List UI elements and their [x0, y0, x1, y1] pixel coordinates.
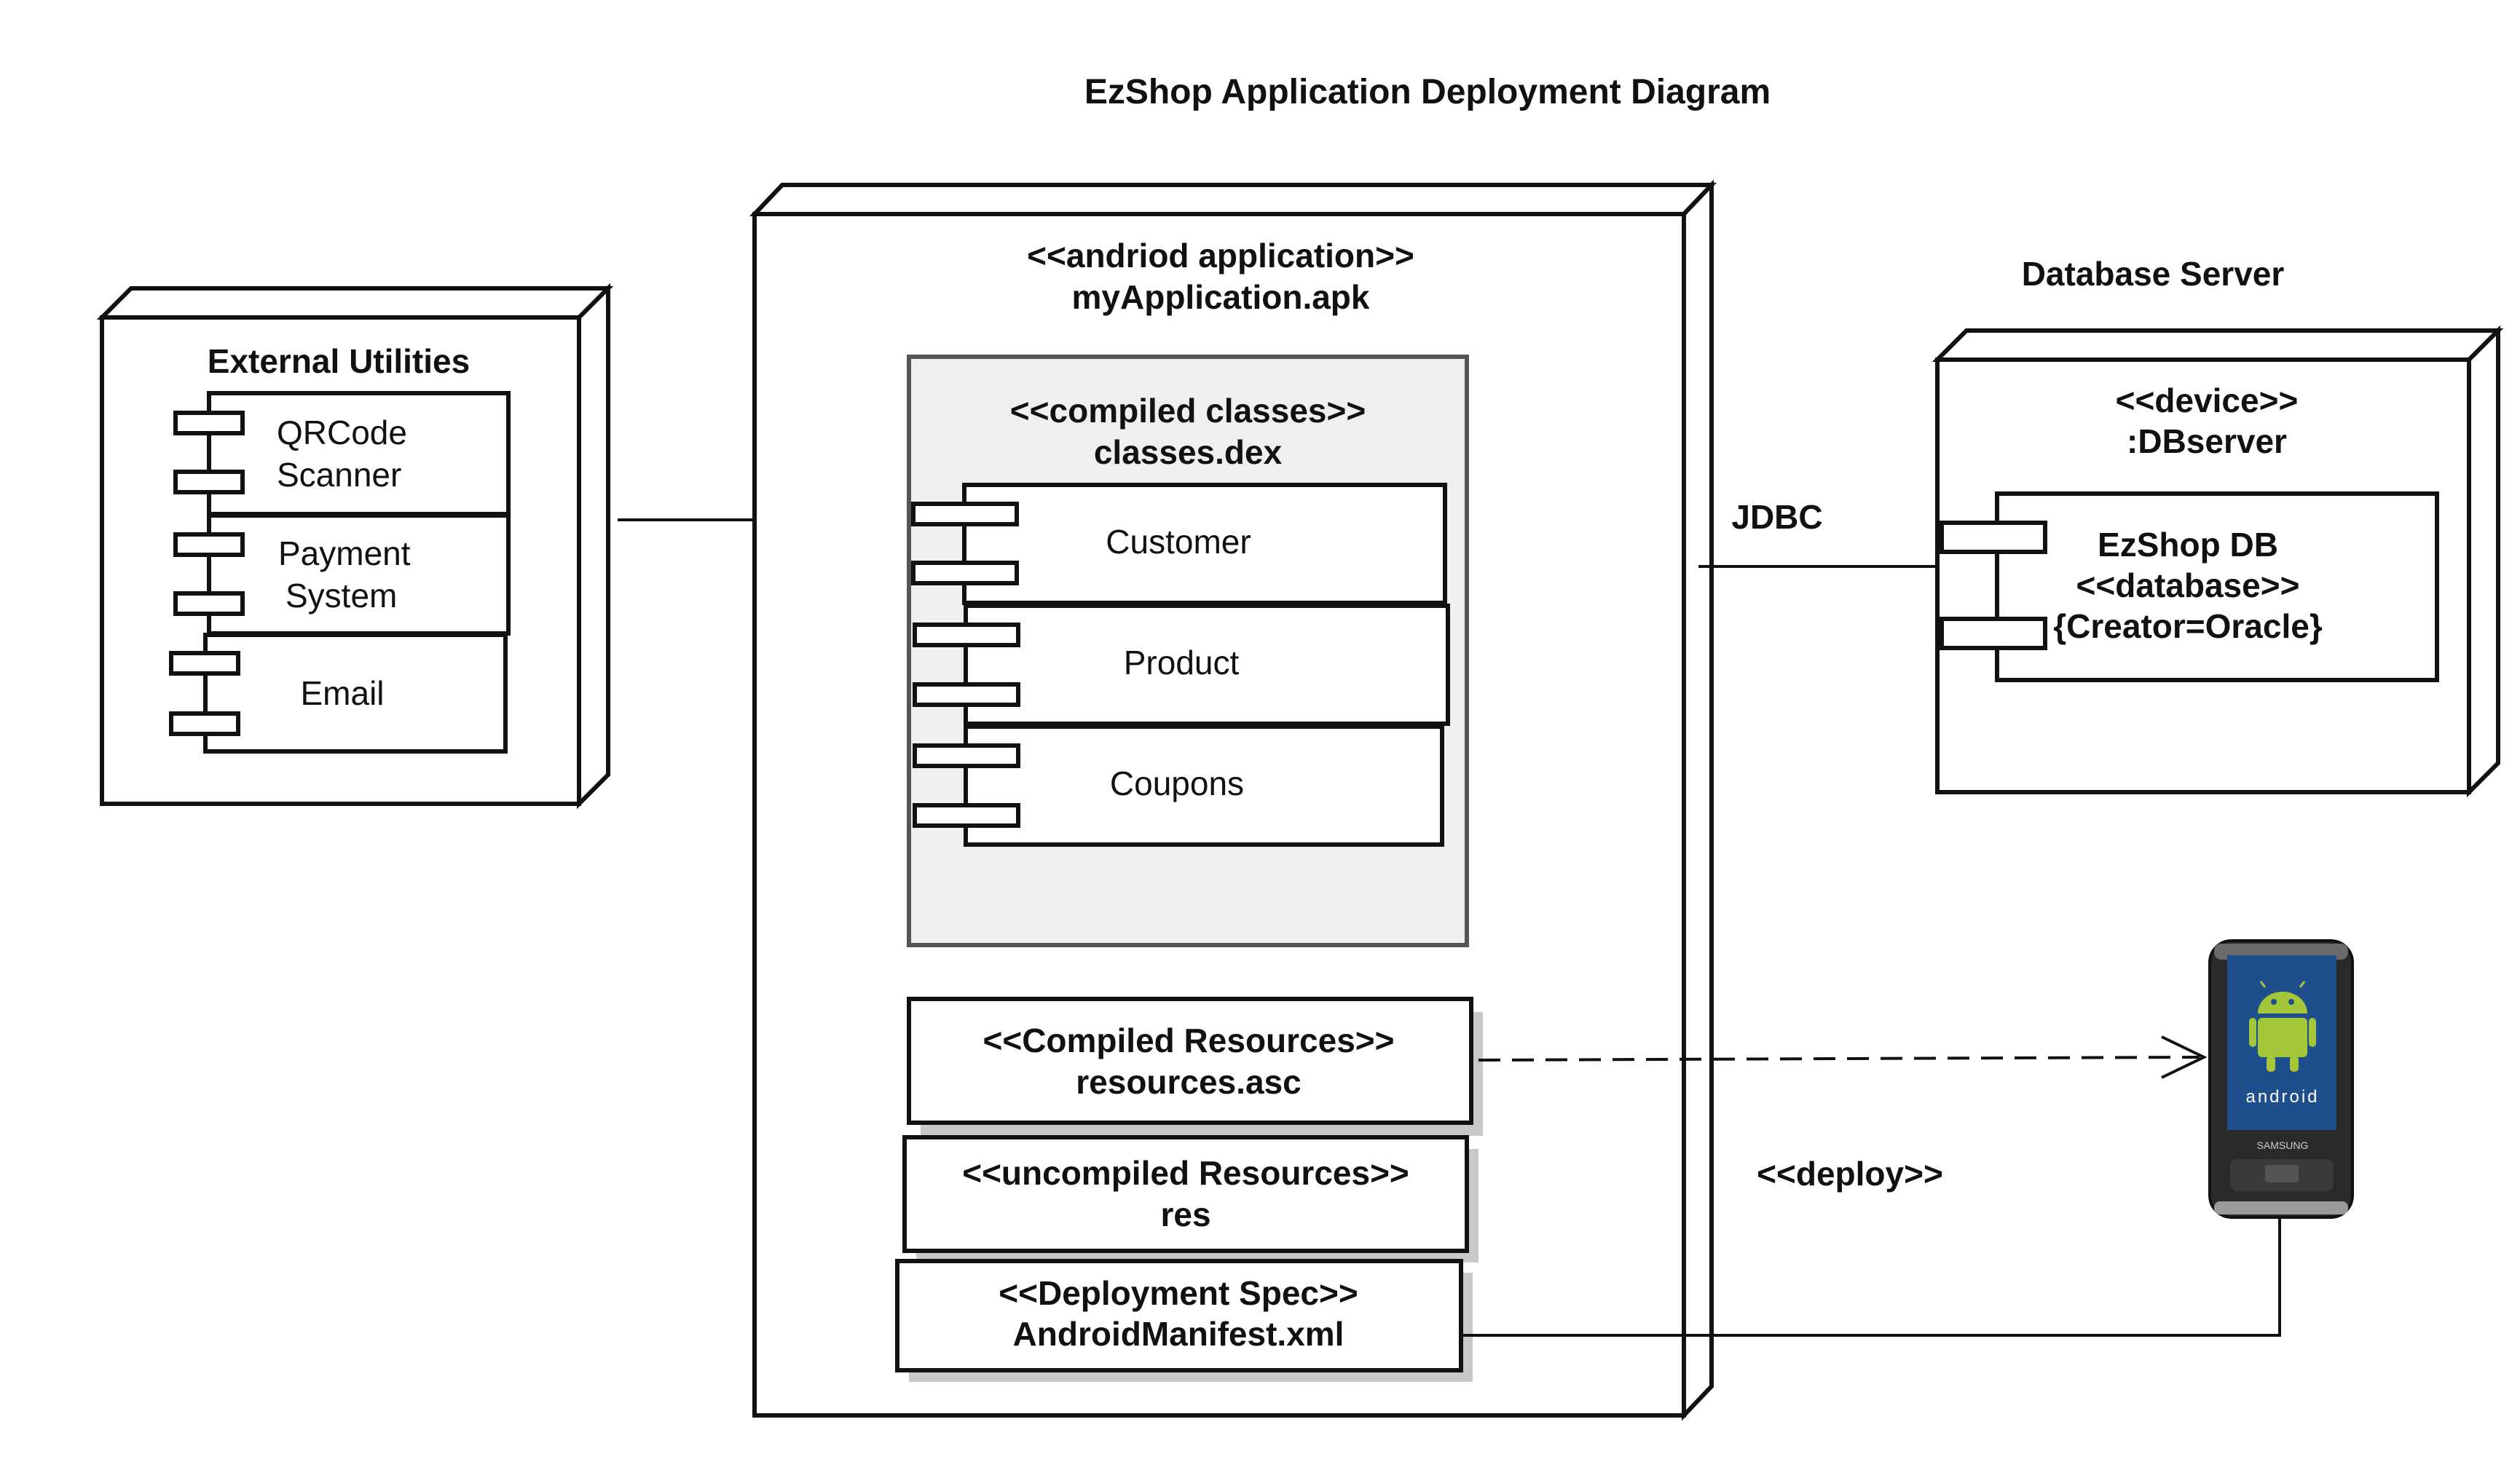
db-server-name: :DBserver	[2127, 422, 2287, 460]
ezshop-db-stereotype: <<database>>	[2076, 566, 2300, 604]
android-phone-icon: android SAMSUNG	[2208, 939, 2354, 1219]
compiled-classes-name: classes.dex	[1094, 433, 1283, 471]
payment-label-1: Payment	[278, 534, 411, 572]
email-label: Email	[300, 674, 384, 712]
app-node-stereotype: <<andriod application>>	[1027, 237, 1414, 274]
payment-label-2: System	[286, 577, 397, 615]
artifact-uncompiled-resources	[902, 1135, 1469, 1253]
artifact-deployment-spec	[895, 1259, 1463, 1372]
manifest-to-device-connector	[1461, 1214, 2281, 1337]
ezshop-db-name: EzShop DB	[2098, 526, 2278, 564]
customer-label: Customer	[1106, 523, 1251, 561]
external-utilities-title: External Utilities	[208, 342, 470, 380]
deployment-spec-name: AndroidManifest.xml	[1013, 1315, 1344, 1353]
diagram-title: EzShop Application Deployment Diagram	[1084, 73, 1771, 111]
android-screen-text: android	[2245, 1087, 2319, 1107]
coupons-label: Coupons	[1110, 764, 1244, 802]
deploy-arrowhead	[2161, 1035, 2208, 1079]
component-email	[169, 633, 508, 754]
android-robot-icon	[2249, 981, 2316, 1072]
component-coupons	[913, 724, 1444, 847]
jdbc-label: JDBC	[1731, 498, 1822, 536]
component-payment-system	[173, 513, 511, 636]
uncompiled-resources-name: res	[1160, 1196, 1210, 1233]
qrcode-label-1: QRCode	[277, 414, 407, 451]
uncompiled-resources-stereotype: <<uncompiled Resources>>	[962, 1154, 1409, 1192]
component-product	[913, 604, 1450, 726]
compiled-classes-stereotype: <<compiled classes>>	[1010, 392, 1366, 430]
artifact-compiled-resources	[907, 997, 1473, 1125]
compiled-resources-stereotype: <<Compiled Resources>>	[983, 1022, 1394, 1059]
product-label: Product	[1124, 644, 1240, 681]
app-node-name: myApplication.apk	[1072, 278, 1370, 316]
db-server-label: Database Server	[2022, 255, 2285, 293]
db-server-stereotype: <<device>>	[2116, 382, 2299, 419]
compiled-resources-name: resources.asc	[1076, 1063, 1301, 1101]
component-qrcode-scanner	[173, 391, 511, 516]
deployment-spec-stereotype: <<Deployment Spec>>	[999, 1274, 1358, 1312]
phone-brand: SAMSUNG	[2257, 1139, 2309, 1151]
deploy-label: <<deploy>>	[1757, 1155, 1943, 1193]
ezshop-db-creator: {Creator=Oracle}	[2053, 607, 2323, 645]
qrcode-label-2: Scanner	[277, 456, 401, 494]
deploy-dependency-arrow	[1478, 1056, 2200, 1062]
component-ezshop-db	[1940, 491, 2439, 682]
component-customer	[911, 483, 1447, 605]
